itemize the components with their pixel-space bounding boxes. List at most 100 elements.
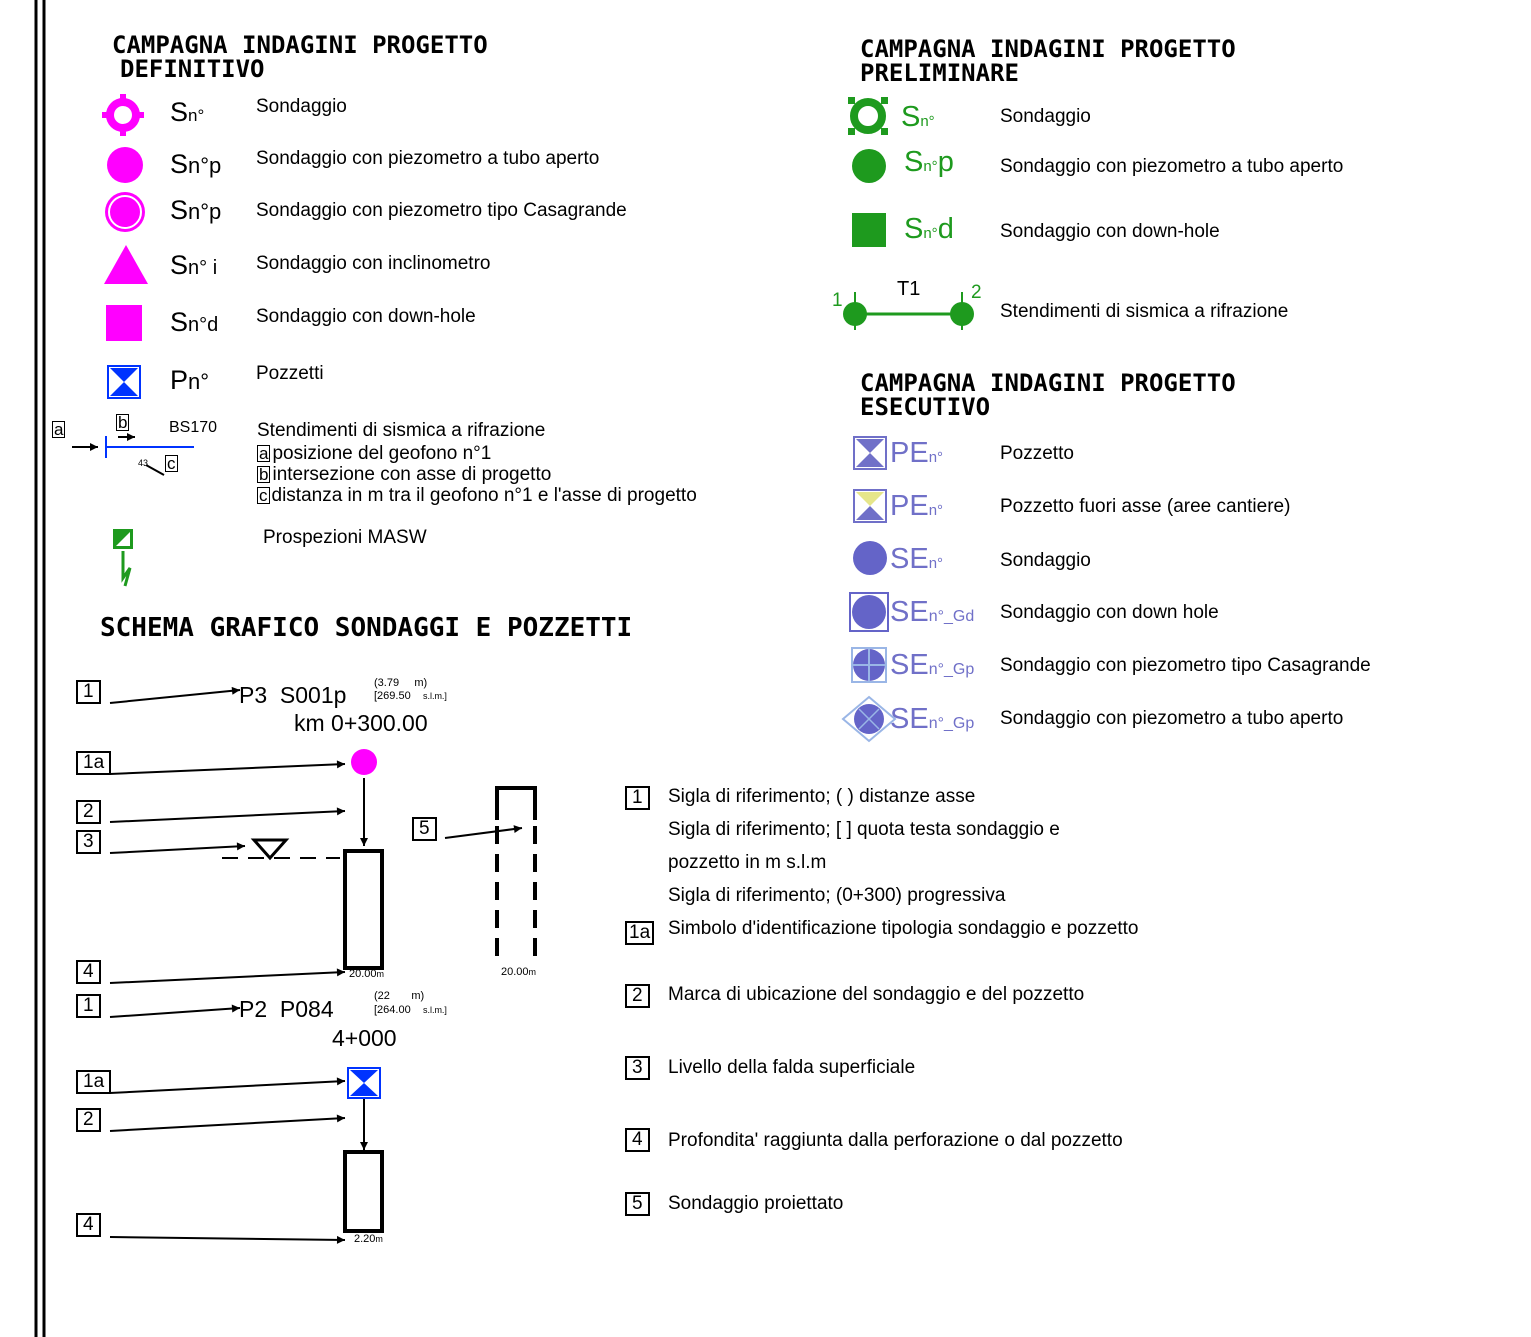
diamond-circle-icon <box>841 695 897 743</box>
seismic-start-label: 1 <box>832 290 843 311</box>
legend-text: Sondaggio proiettato <box>668 1193 844 1214</box>
marker-box: 2 <box>76 800 101 824</box>
legend-desc: Sondaggio con piezometro tipo Casagrande <box>256 200 627 221</box>
filled-circle-icon <box>107 147 143 183</box>
seismic-line-symbol-preliminare <box>843 292 974 330</box>
esecutivo-title: CAMPAGNA INDAGINI PROGETTO ESECUTIVO <box>860 369 1236 421</box>
target-circle-icon <box>102 94 144 136</box>
crosshair-circle-icon <box>851 647 887 683</box>
ring-icon <box>848 97 888 135</box>
legend-code: PEn° <box>890 490 944 522</box>
pit-column <box>343 1150 384 1233</box>
legend-text: Marca di ubicazione del sondaggio e del … <box>668 984 1085 1005</box>
example2-name: P2 P084 <box>239 996 334 1022</box>
filled-circle-icon <box>853 541 887 575</box>
marker-box: 4 <box>76 1213 101 1237</box>
double-circle-icon <box>105 192 145 232</box>
legend-code: Sn°p <box>170 149 222 179</box>
seismic-code: T1 <box>897 278 921 300</box>
legend-desc: Pozzetti <box>256 363 324 384</box>
legend-code: Pn° <box>170 365 210 395</box>
legend-desc: Sondaggio con down hole <box>1000 602 1219 623</box>
triangle-icon <box>104 245 148 284</box>
marker-box: 4 <box>76 960 101 984</box>
marker-box: 5 <box>412 817 437 841</box>
legend-text: Livello della falda superficiale <box>668 1057 916 1078</box>
legend-marker: 5 <box>625 1192 650 1216</box>
legend-desc: Sondaggio con down-hole <box>1000 221 1220 242</box>
seismic-a-label: a <box>52 420 66 439</box>
hourglass-yellow-icon <box>853 489 887 523</box>
legend-desc: Sondaggio con piezometro a tubo aperto <box>1000 708 1344 729</box>
seismic-code: BS170 <box>169 419 218 436</box>
seismic-desc: Stendimenti di sismica a rifrazione <box>1000 301 1289 322</box>
example1-distance: (3.79 m) <box>374 677 428 689</box>
square-icon <box>106 305 142 341</box>
marker-box: 1a <box>76 751 112 775</box>
example2-quota: [264.00 s.l.m.] <box>374 1004 447 1016</box>
legend-code: Sn°d <box>904 213 954 245</box>
schema-title: SCHEMA GRAFICO SONDAGGI E POZZETTI <box>100 613 633 643</box>
example2-km: 4+000 <box>332 1025 397 1051</box>
legend-code: Sn° <box>901 101 935 133</box>
legend-desc: Pozzetto <box>1000 443 1074 464</box>
legend-desc: Sondaggio con piezometro a tubo aperto <box>256 148 600 169</box>
masw-icon <box>113 529 133 587</box>
legend-desc: Sondaggio con piezometro a tubo aperto <box>1000 156 1344 177</box>
example1-km: km 0+300.00 <box>294 710 428 736</box>
example2-depth: 2.20m <box>354 1233 383 1245</box>
hourglass-icon <box>347 1067 381 1099</box>
circle-in-square-icon <box>849 592 889 632</box>
legend-desc: Sondaggio con piezometro tipo Casagrande <box>1000 655 1371 676</box>
legend-desc: Pozzetto fuori asse (aree cantiere) <box>1000 496 1291 517</box>
legend-marker: 3 <box>625 1056 650 1080</box>
legend-code: Sn°d <box>170 307 219 337</box>
marker-box: 1 <box>76 994 101 1018</box>
projected-depth: 20.00m <box>501 966 537 978</box>
definitivo-title: CAMPAGNA INDAGINI PROGETTO DEFINITIVO <box>112 31 488 83</box>
legend-desc: Sondaggio con down-hole <box>256 306 476 327</box>
legend-desc: Sondaggio <box>1000 106 1091 127</box>
legend-code: SEn°_Gp <box>890 703 975 735</box>
hourglass-icon <box>853 436 887 470</box>
legend-code: PEn° <box>890 437 944 469</box>
borehole-column <box>343 849 384 970</box>
legend-text: Simbolo d'identificazione tipologia sond… <box>668 918 1139 939</box>
seismic-b-label: b <box>116 413 130 432</box>
legend-marker: 1 <box>625 786 650 810</box>
legend-code: Sn°p <box>904 146 954 178</box>
schema-arrows <box>109 686 523 1244</box>
seismic-distance: 43 <box>138 458 149 468</box>
legend-desc: Sondaggio con inclinometro <box>256 253 491 274</box>
legend-code: Sn° <box>170 97 205 127</box>
legend-code: Sn°p <box>170 195 222 225</box>
example1-quota: [269.50 s.l.m.] <box>374 690 447 702</box>
seismic-c-label: c <box>165 454 178 473</box>
example1-depth: 20.00m <box>349 968 385 980</box>
legend-desc: Sondaggio <box>256 96 347 117</box>
seismic-desc: Stendimenti di sismica a rifrazione <box>257 420 546 441</box>
marker-box: 3 <box>76 830 101 854</box>
square-icon <box>852 213 886 247</box>
filled-circle-icon <box>351 749 377 775</box>
seismic-end-label: 2 <box>971 282 982 303</box>
legend-code: Sn° i <box>170 250 218 280</box>
masw-desc: Prospezioni MASW <box>263 527 427 548</box>
seismic-line-symbol-definitivo <box>72 433 194 476</box>
marker-box: 1 <box>76 680 101 704</box>
legend-code: SEn°_Gp <box>890 649 975 681</box>
legend-text: Profondita' raggiunta dalla perforazione… <box>668 1130 1123 1151</box>
projected-borehole-column <box>495 786 537 966</box>
legend-desc: Sondaggio <box>1000 550 1091 571</box>
legend-text: Sigla di riferimento; ( ) distanze asse … <box>668 786 1060 906</box>
filled-circle-icon <box>852 149 886 183</box>
legend-code: SEn° <box>890 543 944 575</box>
water-level-icon <box>222 838 340 861</box>
legend-marker: 2 <box>625 984 650 1008</box>
legend-marker: 1a <box>625 921 655 945</box>
example1-name: P3 S001p <box>239 682 347 708</box>
marker-box: 1a <box>76 1070 112 1094</box>
preliminare-title: CAMPAGNA INDAGINI PROGETTO PRELIMINARE <box>860 35 1236 87</box>
